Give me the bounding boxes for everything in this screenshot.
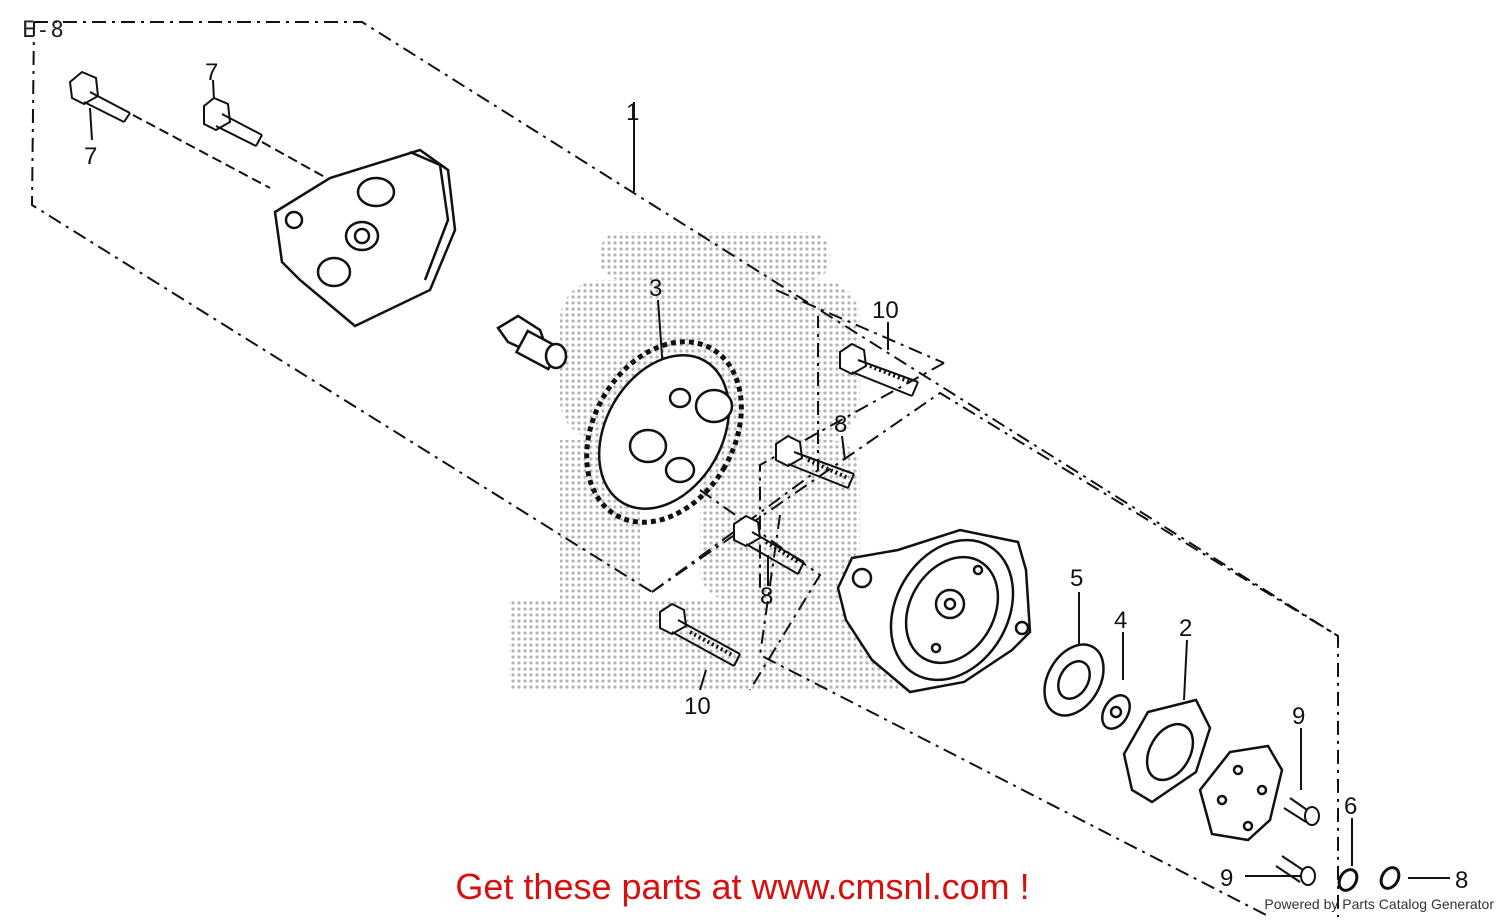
pump-plate [1198, 744, 1284, 842]
outer-rotor [1043, 643, 1105, 717]
assembly-outline [30, 21, 1339, 918]
leader-lines [89, 79, 1450, 879]
callout-8-lower: 8 [760, 583, 773, 610]
inner-rotor [1101, 694, 1131, 730]
bolt-8-upper [775, 434, 855, 489]
callout-7-top: 7 [205, 59, 218, 86]
pump-body [836, 528, 1032, 694]
callout-8-right: 8 [1455, 867, 1468, 894]
pump-cover [273, 148, 457, 328]
callout-9-lower: 9 [1220, 865, 1233, 892]
bolt-10-lower [659, 602, 741, 667]
page-code: E-8 [22, 18, 65, 43]
bolt-8-lower [733, 514, 805, 575]
o-rings [1337, 866, 1401, 892]
callout-3: 3 [649, 275, 662, 302]
bolt-7-left [68, 70, 271, 189]
gasket [1122, 698, 1212, 804]
callout-5: 5 [1070, 565, 1083, 592]
promo-banner: Get these parts at www.cmsnl.com ! [0, 866, 1500, 908]
drive-shaft [496, 314, 568, 371]
screw-9-lower [1275, 855, 1316, 886]
generator-credit: Powered by Parts Catalog Generator [1264, 896, 1494, 912]
bolt-10-upper [839, 342, 919, 397]
callout-1: 1 [626, 99, 639, 126]
callout-labels: 1 2 3 4 5 6 7 7 8 8 8 9 9 10 10 [84, 59, 1468, 894]
callout-6: 6 [1344, 793, 1357, 820]
bolt-7-right [203, 96, 331, 181]
callout-2: 2 [1179, 615, 1192, 642]
screw-9-upper [1283, 797, 1320, 826]
sprocket [584, 339, 744, 525]
callout-9-upper: 9 [1292, 703, 1305, 730]
callout-10-lower: 10 [684, 693, 711, 720]
callout-4: 4 [1114, 607, 1127, 634]
promo-link[interactable]: Get these parts at www.cmsnl.com ! [455, 866, 1030, 907]
callout-10-upper: 10 [872, 297, 899, 324]
callout-7-left: 7 [84, 143, 97, 170]
callout-8-upper: 8 [834, 411, 847, 438]
